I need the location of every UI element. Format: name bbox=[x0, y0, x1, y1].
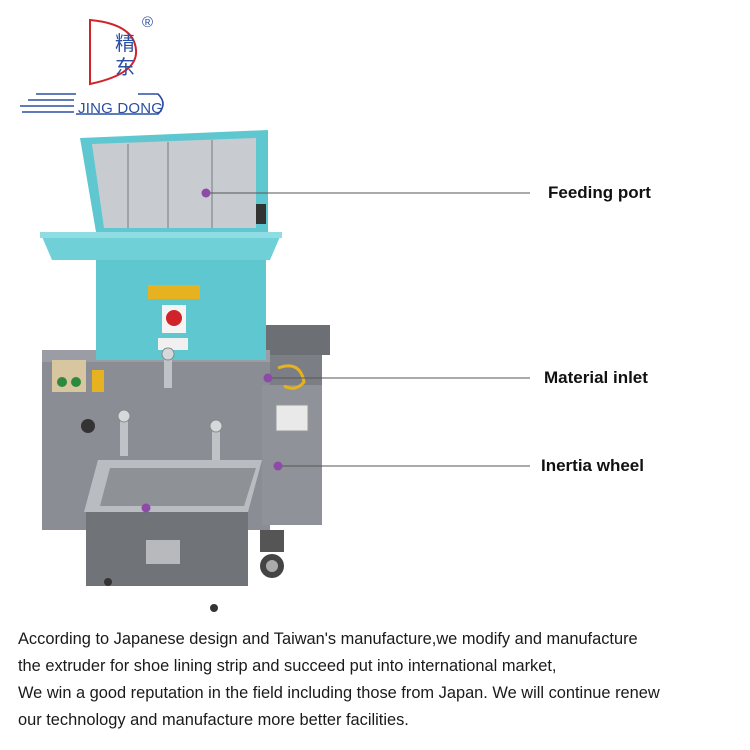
brand-logo: 精 东 ® JING DONG bbox=[18, 14, 178, 119]
logo-emblem-icon bbox=[20, 18, 164, 115]
logo-cn-char-2: 东 bbox=[115, 55, 135, 79]
description-line-2: the extruder for shoe lining strip and s… bbox=[18, 657, 557, 675]
crusher-machine-photo bbox=[0, 120, 750, 620]
description-line-1: According to Japanese design and Taiwan'… bbox=[18, 630, 638, 648]
description-line-3: We win a good reputation in the field in… bbox=[18, 684, 660, 702]
description-line-4: our technology and manufacture more bett… bbox=[18, 711, 409, 729]
callout-material-inlet: Material inlet bbox=[544, 368, 648, 387]
registered-mark: ® bbox=[142, 14, 154, 31]
logo-cn-char-1: 精 bbox=[115, 31, 135, 55]
logo-brand-name: JING DONG bbox=[78, 100, 164, 117]
callout-inertia-wheel: Inertia wheel bbox=[541, 456, 644, 475]
product-description: According to Japanese design and Taiwan'… bbox=[18, 626, 738, 734]
callout-feeding-port: Feeding port bbox=[548, 183, 651, 202]
